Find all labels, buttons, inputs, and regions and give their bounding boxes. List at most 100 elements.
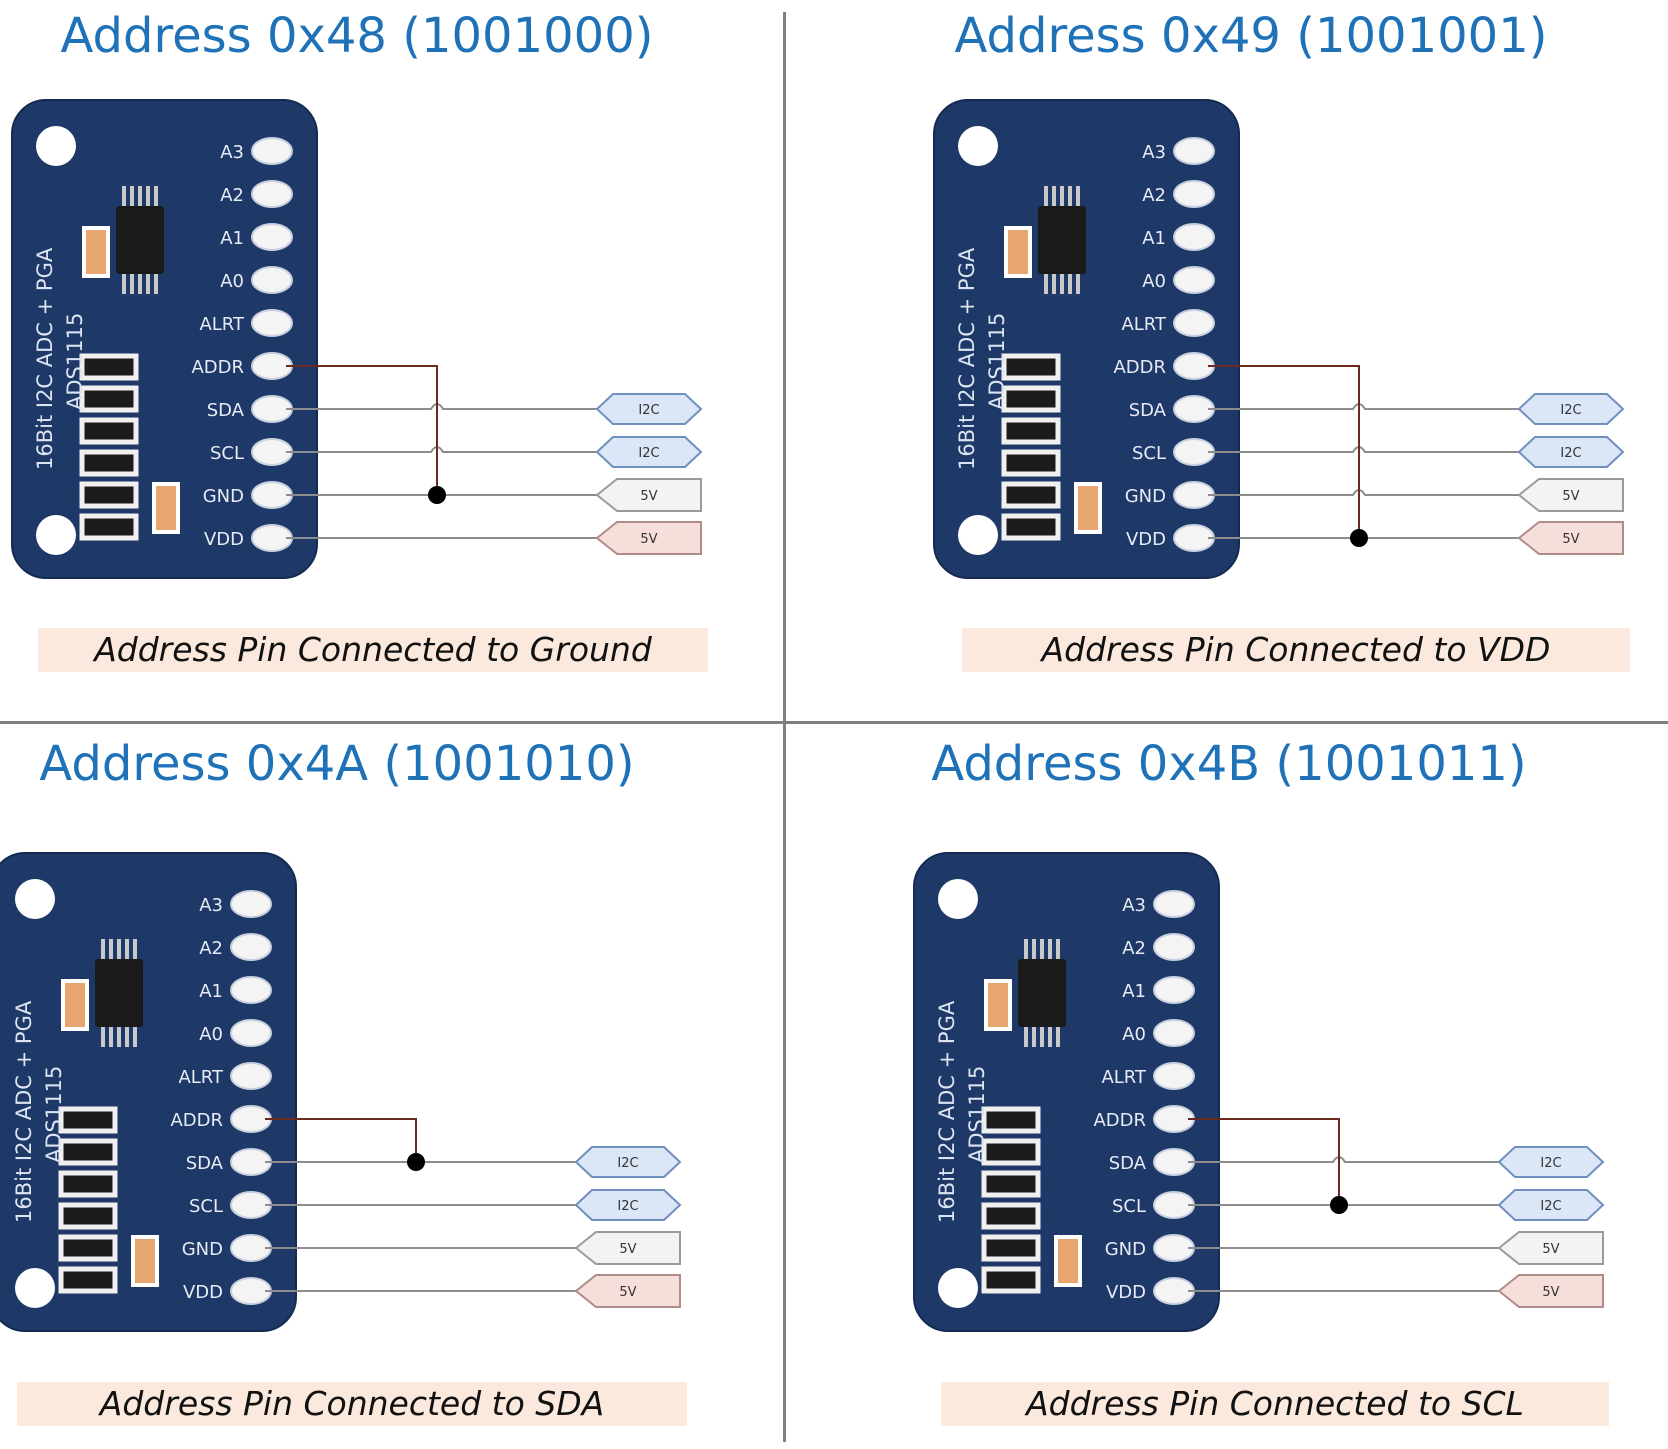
signal-tag-gnd xyxy=(574,1231,681,1265)
pin-label-a2: A2 xyxy=(1122,938,1146,959)
board-model: ADS1115 xyxy=(985,313,1009,410)
pin-label-sda: SDA xyxy=(186,1153,224,1174)
pin-pad-a2 xyxy=(1153,933,1195,961)
pin-pad-a1 xyxy=(1153,976,1195,1004)
adc-chip xyxy=(95,939,143,1047)
pin-label-addr: ADDR xyxy=(1093,1110,1146,1131)
pin-label-a0: A0 xyxy=(1122,1024,1146,1045)
signal-tag-gnd xyxy=(595,478,702,512)
resistor xyxy=(981,1106,1041,1134)
signal-tag-scl xyxy=(1517,436,1625,468)
board-model: ADS1115 xyxy=(965,1066,989,1163)
resistor xyxy=(58,1234,118,1262)
capacitor xyxy=(61,979,89,1031)
resistor xyxy=(58,1266,118,1294)
chip-leg xyxy=(1024,939,1028,961)
chip-leg xyxy=(1076,272,1080,294)
pin-pad-a2 xyxy=(1173,180,1215,208)
signal-tag-label: I2C xyxy=(638,446,659,461)
quadrant-addr-0x4B: Address 0x4B (1001011) 16Bit I2C ADC + P… xyxy=(834,724,1668,1448)
board-model: ADS1115 xyxy=(63,313,87,410)
pin-label-scl: SCL xyxy=(1132,443,1166,464)
wire-scl xyxy=(286,446,597,453)
chip-leg xyxy=(1060,272,1064,294)
pin-label-alrt: ALRT xyxy=(1121,314,1167,335)
mounting-hole xyxy=(36,126,76,166)
chip-leg xyxy=(101,1025,105,1047)
chip-leg xyxy=(138,272,142,294)
mounting-hole xyxy=(938,879,978,919)
mounting-hole xyxy=(15,1268,55,1308)
chip-leg xyxy=(1032,1025,1036,1047)
chip-leg xyxy=(1044,272,1048,294)
resistor xyxy=(981,1234,1041,1262)
chip-leg xyxy=(154,272,158,294)
board-name: 16Bit I2C ADC + PGA xyxy=(12,1000,36,1223)
addr-wire xyxy=(265,1118,417,1162)
chip-leg xyxy=(1044,186,1048,208)
chip-leg xyxy=(1024,1025,1028,1047)
pin-pad-alrt xyxy=(251,309,293,337)
board-name: 16Bit I2C ADC + PGA xyxy=(935,1000,959,1223)
mounting-hole xyxy=(938,1268,978,1308)
board-name: 16Bit I2C ADC + PGA xyxy=(955,247,979,470)
capacitor xyxy=(152,482,180,534)
pin-label-a2: A2 xyxy=(199,938,223,959)
pin-label-sda: SDA xyxy=(1129,400,1167,421)
pin-pad-alrt xyxy=(230,1062,272,1090)
chip-body xyxy=(95,959,143,1027)
pin-label-scl: SCL xyxy=(210,443,244,464)
resistor xyxy=(1001,385,1061,413)
chip-leg xyxy=(130,272,134,294)
pin-label-a1: A1 xyxy=(1142,228,1166,249)
chip-leg xyxy=(133,1025,137,1047)
adc-chip xyxy=(116,186,164,294)
pin-label-gnd: GND xyxy=(1105,1239,1146,1260)
signal-tag-gnd xyxy=(1517,478,1624,512)
signal-tag-label: 5V xyxy=(619,1242,636,1257)
chip-leg xyxy=(154,186,158,208)
resistor xyxy=(981,1138,1041,1166)
pin-label-scl: SCL xyxy=(189,1196,223,1217)
signal-tag-sda xyxy=(595,393,703,425)
wire-sda xyxy=(1188,1156,1499,1163)
chip-leg xyxy=(109,939,113,961)
signal-tag-label: I2C xyxy=(638,403,659,418)
resistor xyxy=(1001,417,1061,445)
pin-label-alrt: ALRT xyxy=(1101,1067,1147,1088)
pin-label-vdd: VDD xyxy=(1106,1282,1146,1303)
signal-tag-label: I2C xyxy=(617,1156,638,1171)
pin-label-addr: ADDR xyxy=(191,357,244,378)
chip-leg xyxy=(117,939,121,961)
pin-pad-a0 xyxy=(1173,266,1215,294)
vertical-divider xyxy=(783,12,786,1442)
chip-leg xyxy=(109,1025,113,1047)
chip-body xyxy=(116,206,164,274)
pin-label-a1: A1 xyxy=(1122,981,1146,1002)
signal-tag-label: 5V xyxy=(1562,532,1579,547)
board-name: 16Bit I2C ADC + PGA xyxy=(33,247,57,470)
capacitor xyxy=(131,1235,159,1287)
signal-tag-sda xyxy=(1497,1146,1605,1178)
resistor xyxy=(79,353,139,381)
chip-leg xyxy=(1056,939,1060,961)
adc-chip xyxy=(1018,939,1066,1047)
adc-chip xyxy=(1038,186,1086,294)
chip-leg xyxy=(1048,1025,1052,1047)
pin-label-a3: A3 xyxy=(220,142,244,163)
pin-label-vdd: VDD xyxy=(1126,529,1166,550)
pin-label-sda: SDA xyxy=(1109,1153,1147,1174)
pin-label-a1: A1 xyxy=(199,981,223,1002)
chip-leg xyxy=(1068,186,1072,208)
chip-leg xyxy=(117,1025,121,1047)
resistor xyxy=(981,1266,1041,1294)
quadrant-caption: Address Pin Connected to SCL xyxy=(941,1382,1609,1426)
chip-leg xyxy=(146,186,150,208)
signal-tag-label: 5V xyxy=(1542,1285,1559,1300)
chip-leg xyxy=(125,939,129,961)
pin-label-a1: A1 xyxy=(220,228,244,249)
resistor xyxy=(1001,513,1061,541)
